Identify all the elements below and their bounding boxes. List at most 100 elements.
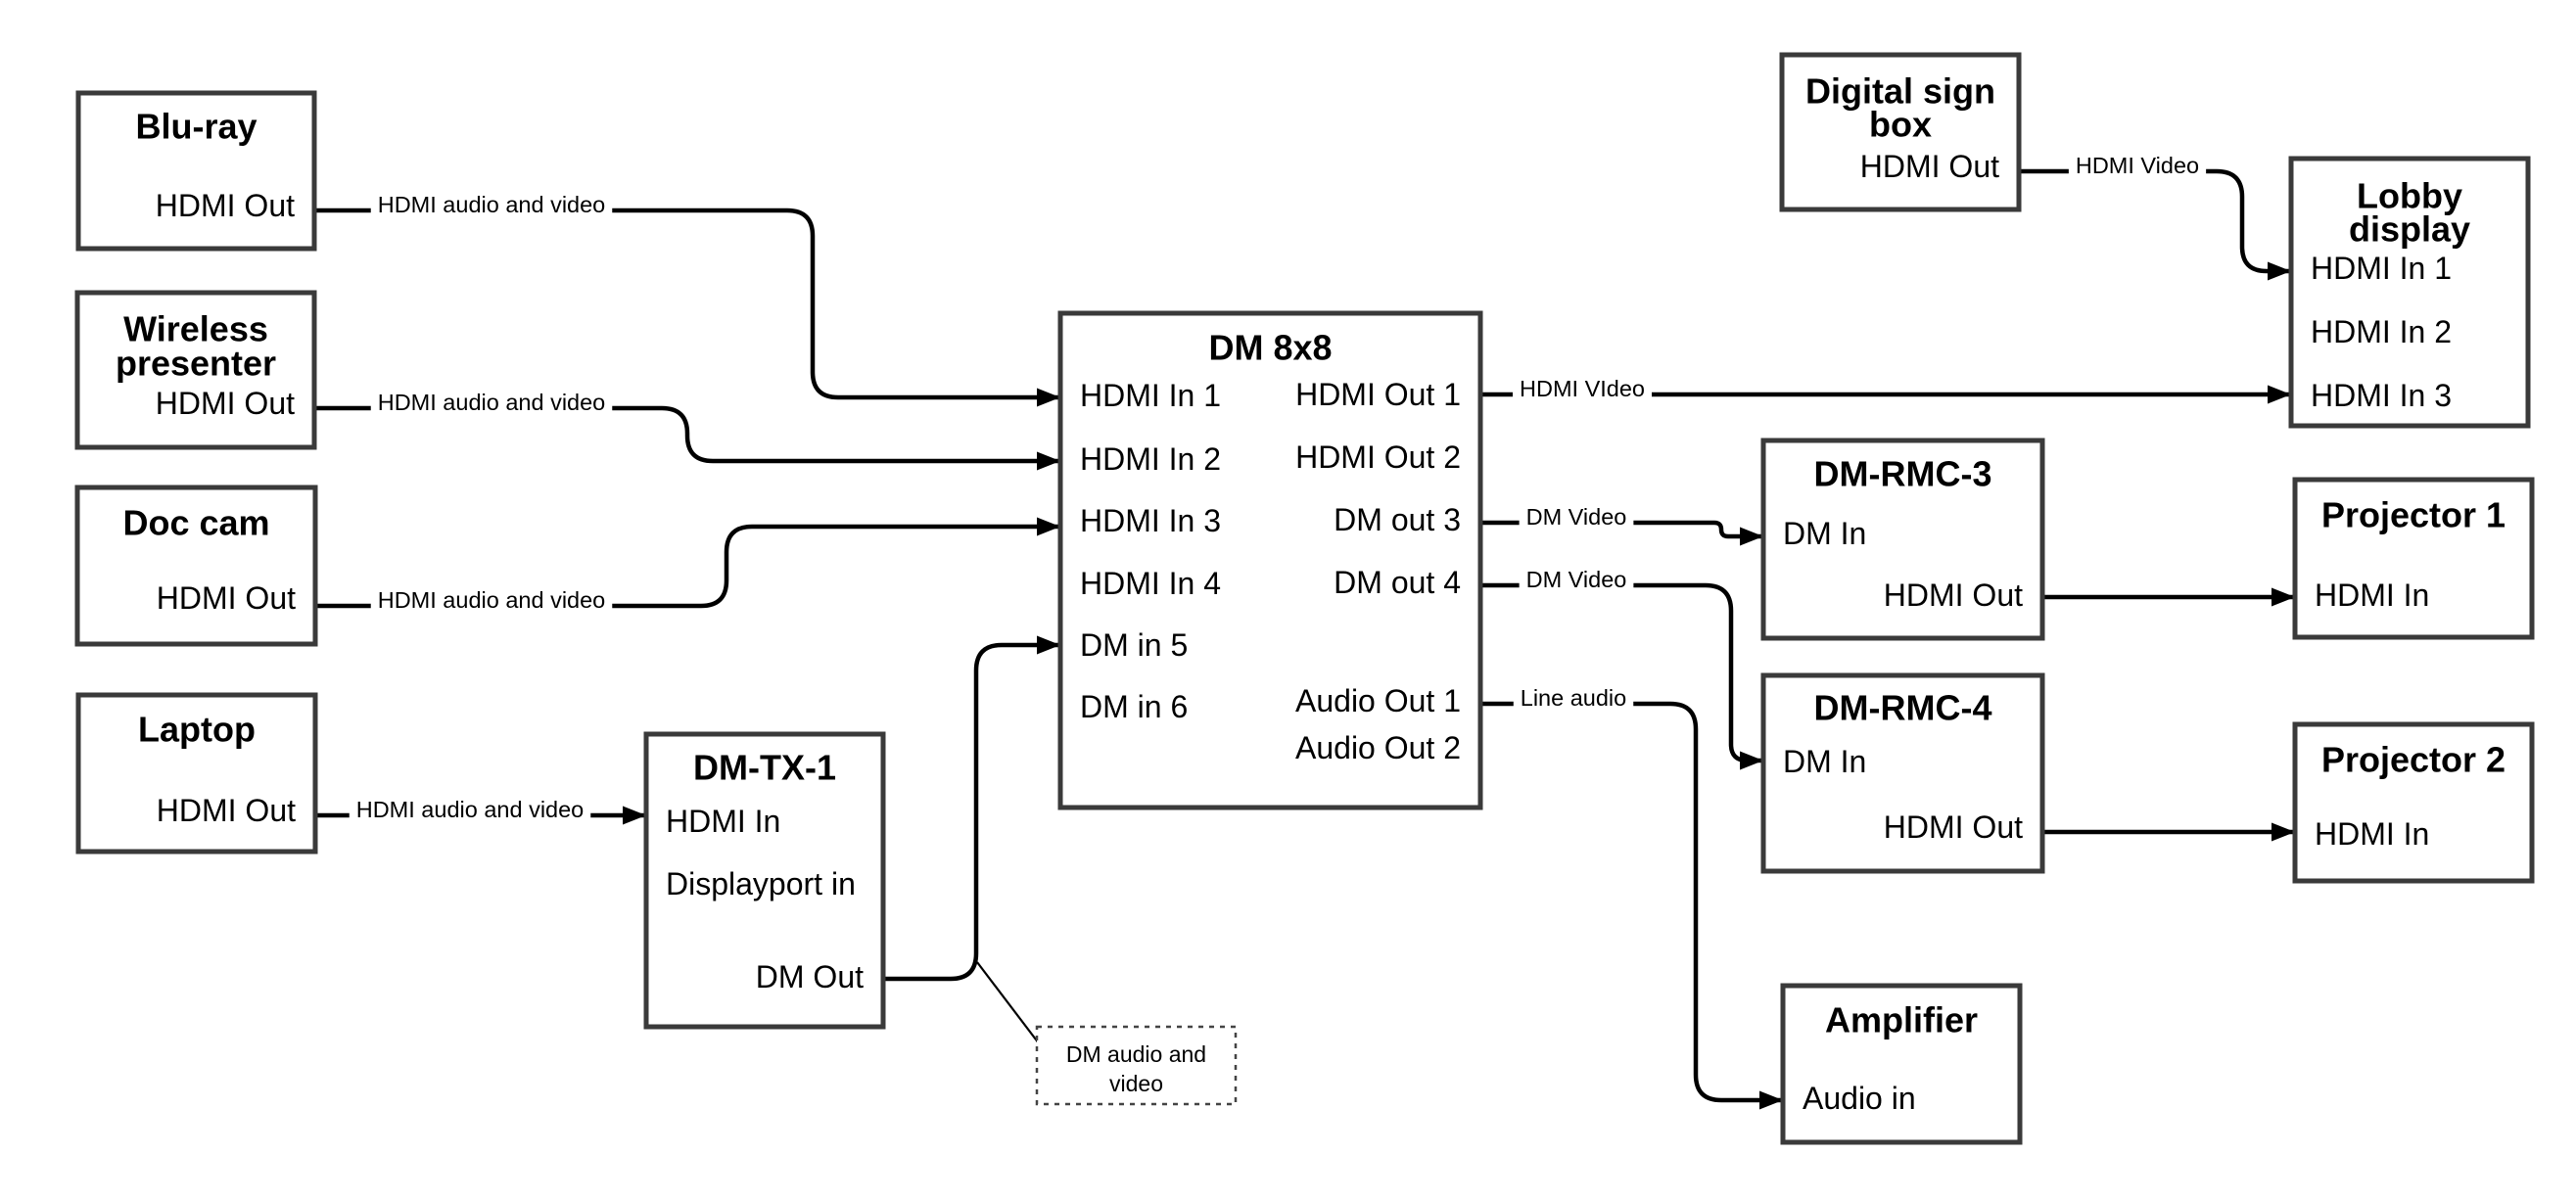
node-title: Projector 1 — [2321, 495, 2506, 535]
wire-dmtx1-to-dm-in-5 — [882, 642, 1060, 982]
wire-label-bg — [1513, 373, 1652, 404]
node-box — [2288, 156, 2531, 429]
port-label: HDMI In 2 — [1080, 441, 1221, 477]
node-title: DM 8x8 — [1208, 328, 1332, 368]
node-title: box — [1869, 105, 1932, 145]
node-box — [74, 485, 318, 647]
port-label: HDMI Out — [157, 580, 296, 616]
node-title: DM-TX-1 — [693, 748, 836, 788]
node-title: Doc cam — [122, 503, 269, 543]
wire-bluray-to-hdmi-in-1 — [313, 208, 1060, 400]
wire-label: DM Video — [1526, 504, 1627, 530]
wire-label-bg — [349, 794, 591, 825]
node-box — [643, 731, 886, 1030]
node-title: presenter — [116, 344, 276, 384]
port-label: HDMI In 1 — [1080, 378, 1221, 413]
node-box — [1780, 983, 2023, 1145]
node-title: display — [2349, 209, 2470, 250]
port-label: HDMI Out — [1884, 809, 2023, 845]
node-title: Digital sign — [1805, 71, 1995, 112]
wire-label-bg — [370, 189, 613, 220]
port-label: HDMI Out 2 — [1295, 439, 1461, 475]
node-title: Lobby — [2357, 176, 2462, 216]
port-label: Audio in — [1803, 1081, 1916, 1116]
port-label: HDMI In 3 — [1080, 503, 1221, 538]
port-label: Displayport in — [666, 866, 856, 901]
arrowhead-icon — [623, 806, 646, 825]
node-box — [1760, 438, 2045, 641]
port-label: HDMI In 3 — [2311, 378, 2452, 413]
port-label: DM In — [1783, 516, 1866, 551]
node-box — [2292, 721, 2535, 884]
node-box — [1779, 52, 2022, 212]
port-label: HDMI Out — [156, 188, 295, 223]
arrowhead-icon — [2268, 261, 2291, 281]
wire-label-bg — [370, 584, 613, 616]
wire-label-bg — [2068, 150, 2207, 181]
port-label: DM in 6 — [1080, 689, 1188, 724]
arrowhead-icon — [2268, 385, 2291, 404]
node-title: Amplifier — [1825, 1000, 1978, 1040]
port-label: HDMI In — [666, 804, 780, 839]
wire-audio-out-1-to-amplifier — [1479, 701, 1783, 1103]
wire-label-bg — [370, 387, 613, 418]
port-label: HDMI In — [2315, 816, 2429, 852]
wire-label: HDMI audio and video — [378, 390, 606, 415]
node-title: DM-RMC-4 — [1814, 688, 1992, 728]
annotation-box — [1035, 1025, 1238, 1106]
wire-label: HDMI audio and video — [356, 797, 585, 822]
arrowhead-icon — [2272, 822, 2295, 842]
wire-doccam-to-hdmi-in-3 — [314, 524, 1060, 609]
port-label: HDMI Out 1 — [1295, 377, 1461, 412]
node-box — [75, 90, 317, 252]
wire-label: HDMI audio and video — [378, 192, 606, 217]
node-dm-rmc-3: DM-RMC-3 DM In HDMI Out — [1760, 438, 2045, 641]
arrowhead-icon — [2272, 587, 2295, 607]
node-box — [75, 692, 318, 855]
node-dm-rmc-4: DM-RMC-4 DM In HDMI Out — [1760, 672, 2045, 874]
port-label: Audio Out 1 — [1295, 683, 1461, 718]
port-label: DM In — [1783, 744, 1866, 779]
wire-label: HDMI audio and video — [378, 587, 606, 613]
wire-label-bg — [1519, 564, 1634, 595]
annotation-text: DM audio and — [1066, 1041, 1206, 1067]
arrowhead-icon — [1037, 451, 1060, 471]
wire-label: HDMI VIdeo — [1520, 376, 1645, 401]
node-title: Wireless — [123, 309, 268, 349]
wire-label: Line audio — [1521, 685, 1626, 711]
wire-label: HDMI Video — [2076, 153, 2199, 178]
arrowhead-icon — [1037, 388, 1060, 407]
port-label: DM in 5 — [1080, 627, 1188, 663]
port-label: Audio Out 2 — [1295, 730, 1461, 765]
node-title: Laptop — [138, 710, 256, 750]
port-label: HDMI In — [2315, 577, 2429, 613]
arrowhead-icon — [1740, 527, 1763, 546]
wire-label-bg — [1519, 501, 1634, 532]
node-projector-1: Projector 1 HDMI In — [2292, 477, 2535, 640]
wire-wireless-to-hdmi-in-2 — [313, 405, 1060, 464]
node-box — [2292, 477, 2535, 640]
port-label: HDMI In 2 — [2311, 314, 2452, 349]
node-title: DM-RMC-3 — [1814, 454, 1992, 494]
port-label: HDMI Out — [1884, 577, 2023, 613]
arrowhead-icon — [1037, 517, 1060, 536]
wire-dm-out-3-to-rmc3 — [1479, 520, 1763, 539]
node-title: Blu-ray — [135, 107, 257, 147]
wire-label-bg — [1513, 682, 1634, 714]
port-label: HDMI Out — [1860, 149, 1999, 184]
port-label: DM out 4 — [1334, 565, 1461, 600]
arrowhead-icon — [1740, 751, 1763, 770]
